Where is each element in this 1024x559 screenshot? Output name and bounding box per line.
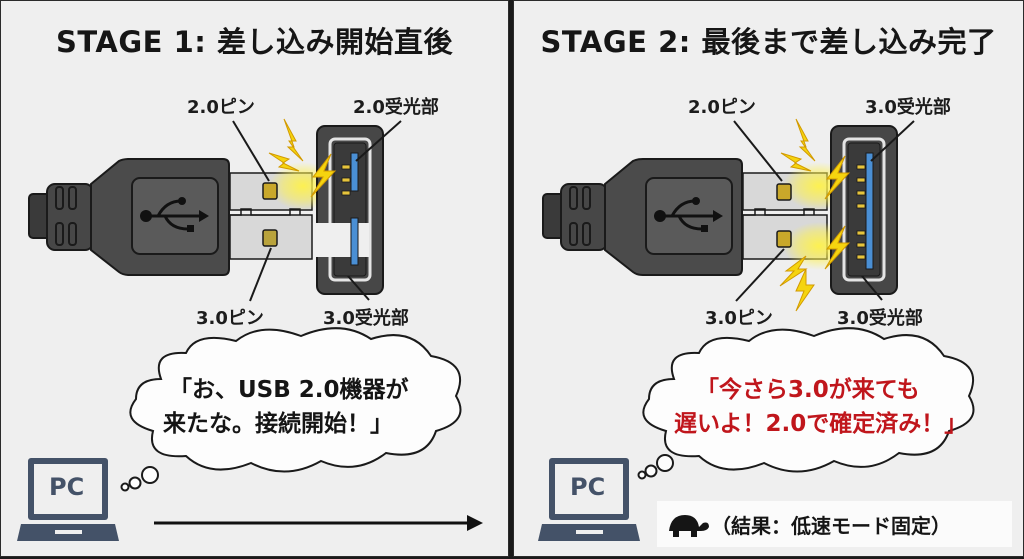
pin-2-0 — [776, 183, 792, 201]
thought-bubble — [642, 327, 975, 473]
label-pin-3-0: 3.0ピン — [196, 308, 264, 329]
stage2-panel: STAGE 2: 最後まで差し込み完了 — [513, 0, 1024, 557]
bubble-text: 「お、USB 2.0機器が 来たな。接続開始！」 — [163, 373, 409, 441]
pin-3-0 — [776, 230, 792, 248]
bubble-text: 「今さら3.0が来ても 遅いよ！2.0で確定済み！」 — [674, 373, 967, 441]
spark-icon — [779, 118, 851, 312]
bubble-line-1: 「お、USB 2.0機器が — [169, 377, 409, 403]
pin-2-0 — [262, 182, 278, 200]
stage2-title: STAGE 2: 最後まで差し込み完了 — [540, 25, 997, 59]
label-port-3-0: 3.0受光部 — [323, 308, 409, 329]
label-port-3-0-top: 3.0受光部 — [865, 97, 951, 118]
stage2-diagram — [538, 118, 975, 541]
timeline-arrow-icon — [154, 515, 483, 531]
label-pin-3-0: 3.0ピン — [705, 308, 773, 329]
turtle-icon — [669, 515, 709, 537]
result-box: （結果：低速モード固定） — [657, 501, 1012, 547]
stage1-title: STAGE 1: 差し込み開始直後 — [56, 25, 453, 59]
bubble-line-1: 「今さら3.0が来ても — [696, 377, 920, 403]
port-contact-3-0 — [350, 217, 359, 266]
stage1-panel: STAGE 1: 差し込み開始直後 — [0, 0, 509, 557]
stage1-diagram — [17, 118, 483, 541]
port-contact-3-0 — [865, 152, 874, 270]
bubble-line-2: 来たな。接続開始！」 — [163, 411, 393, 437]
spark-icon — [268, 118, 337, 198]
port-contact-2-0 — [350, 152, 359, 192]
pc-label: PC — [49, 473, 85, 501]
port-cutout — [313, 223, 369, 257]
label-pin-2-0: 2.0ピン — [688, 97, 756, 118]
result-text: （結果：低速モード固定） — [711, 513, 951, 538]
pin-3-0 — [262, 229, 278, 247]
label-pin-2-0: 2.0ピン — [187, 97, 255, 118]
label-port-2-0: 2.0受光部 — [353, 97, 439, 118]
thought-bubble — [129, 327, 462, 473]
pc-label: PC — [570, 473, 606, 501]
pc-laptop-icon — [17, 458, 119, 541]
label-port-3-0-bottom: 3.0受光部 — [837, 308, 923, 329]
pc-laptop-icon — [538, 458, 640, 541]
bubble-line-2: 遅いよ！2.0で確定済み！」 — [674, 411, 968, 437]
